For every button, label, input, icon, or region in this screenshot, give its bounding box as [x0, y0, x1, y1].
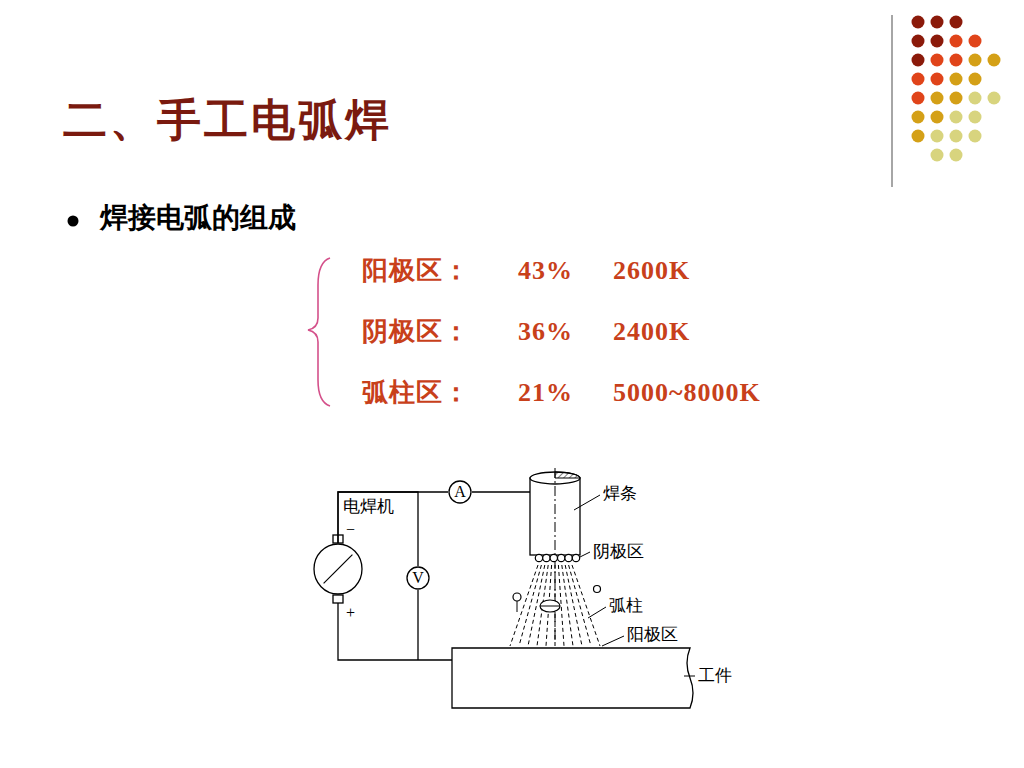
arc-stroke [565, 565, 582, 646]
voltmeter-symbol: V [406, 566, 430, 590]
decor-dot [912, 35, 925, 48]
polarity-sign: − [346, 521, 355, 539]
decor-dot [931, 92, 944, 105]
workpiece [452, 648, 693, 708]
part-label: 工件 [698, 666, 732, 686]
decor-dot [912, 73, 925, 86]
generator-symbol: 电焊机 [313, 543, 363, 595]
decor-dot [931, 35, 944, 48]
ion [540, 600, 560, 612]
decor-dot [969, 130, 982, 143]
ion [540, 606, 560, 607]
temperature: 5000~8000K [613, 378, 761, 408]
cathode-spot [558, 554, 565, 561]
temperature: 2600K [613, 256, 690, 286]
node-outline [313, 543, 363, 595]
part-label: 焊条 [603, 484, 637, 504]
arc-column [510, 565, 600, 646]
wire [417, 590, 418, 660]
decor-dot [931, 16, 944, 29]
terminal [333, 595, 343, 603]
arc-stroke [510, 565, 538, 646]
decor-dot [912, 92, 925, 105]
region-name: 弧柱区： [362, 378, 470, 408]
arc-stroke [572, 565, 600, 646]
decor-dot [969, 54, 982, 67]
temperature: 2400K [613, 317, 690, 347]
wire [338, 603, 452, 660]
region-name: 阴极区： [362, 317, 470, 347]
decor-dot [950, 73, 963, 86]
spatter [594, 586, 601, 593]
heat-share: 36% [518, 317, 573, 347]
cathode-spot [543, 554, 550, 561]
decor-dot [950, 111, 963, 124]
decor-dot [969, 92, 982, 105]
decor-dot [931, 149, 944, 162]
decor-dot [931, 130, 944, 143]
cathode-spot [550, 554, 557, 561]
spatter [517, 601, 518, 612]
divider-line [891, 15, 893, 187]
arc-stroke [569, 565, 591, 646]
decor-dot [912, 130, 925, 143]
polarity-sign: + [346, 604, 355, 622]
decor-dots [912, 16, 1001, 162]
leader-line [602, 636, 624, 646]
decor-dot [950, 35, 963, 48]
decor-dot [969, 35, 982, 48]
cathode-spot [535, 554, 542, 561]
meter-letter: A [454, 483, 466, 501]
heat-share: 21% [518, 378, 573, 408]
meter-letter: V [412, 569, 424, 587]
electrode-core [555, 472, 580, 478]
region-name: 阳极区： [362, 256, 470, 286]
decor-dot [931, 111, 944, 124]
part-label: 阴极区 [593, 542, 644, 562]
wire [338, 492, 448, 543]
node-heading: 电焊机 [343, 498, 394, 517]
decor-dot [969, 73, 982, 86]
decor-dot [931, 54, 944, 67]
decor-dot [988, 92, 1001, 105]
decor-dot [950, 130, 963, 143]
slide-title: 二、手工电弧焊 [63, 96, 392, 147]
part-label: 阳极区 [627, 625, 678, 645]
leader-line [574, 495, 600, 510]
decor-dot [950, 92, 963, 105]
decor-dot [912, 54, 925, 67]
arc-stroke [562, 565, 573, 646]
cathode-spots [535, 554, 579, 561]
bullet [68, 216, 79, 227]
ammeter-symbol: A [448, 480, 472, 504]
decor-dot [912, 16, 925, 29]
decor-dot [931, 73, 944, 86]
decor-dot [969, 111, 982, 124]
leader-line [588, 607, 606, 618]
cathode-spot [565, 554, 572, 561]
decor-dot [912, 111, 925, 124]
decor-dot [950, 16, 963, 29]
decor-dot [988, 54, 1001, 67]
leader-line [580, 552, 590, 557]
cathode-spot [572, 554, 579, 561]
decor-dot [950, 149, 963, 162]
bullet-text: 焊接电弧的组成 [100, 202, 296, 234]
brace [308, 258, 330, 406]
part-label: 弧柱 [609, 596, 643, 616]
decor-dot [950, 54, 963, 67]
leader-line [684, 676, 695, 677]
heat-share: 43% [518, 256, 573, 286]
spatter [513, 593, 521, 601]
wire [472, 491, 530, 492]
